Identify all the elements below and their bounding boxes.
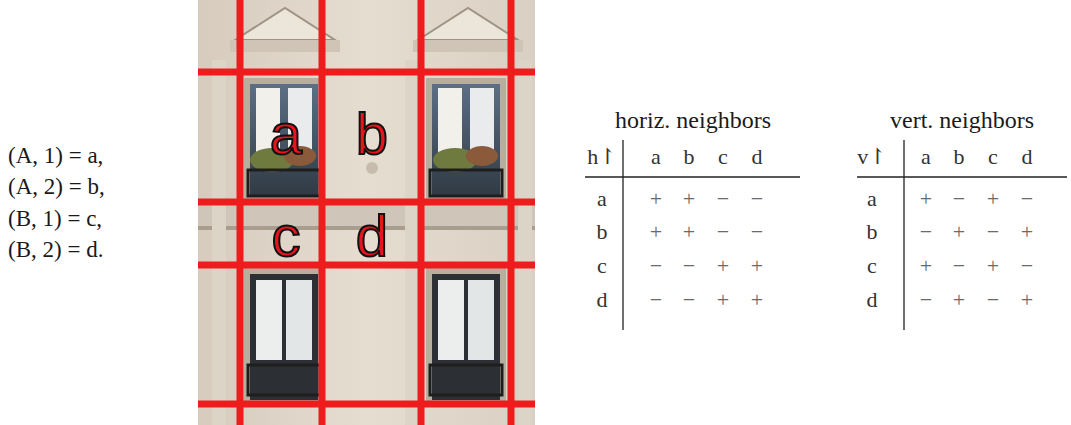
photo-shape [418, 0, 425, 425]
table-cell: − [650, 254, 662, 278]
photo-shape [319, 0, 326, 425]
table-cell: + [953, 220, 965, 244]
photo-shape [413, 40, 523, 52]
photo-shape [903, 140, 904, 330]
photo-shape [466, 146, 498, 166]
table-cell: + [1021, 288, 1033, 312]
column-header: a [921, 145, 931, 169]
table-cell: + [751, 288, 763, 312]
cell-letter: a [270, 102, 302, 166]
column-header: d [752, 145, 763, 169]
table-cell: + [650, 220, 662, 244]
table-cell: + [920, 187, 932, 211]
photo-shape [585, 176, 800, 177]
photo-shape [286, 280, 312, 360]
photo-shape [438, 280, 464, 360]
column-header: b [954, 145, 965, 169]
photo-shape [250, 84, 318, 196]
photo-shape [468, 280, 494, 360]
photo-shape [248, 365, 320, 395]
cell-letter: d [356, 204, 388, 268]
corner-header: v↾ [857, 145, 886, 169]
column-header: c [988, 145, 998, 169]
photo-shape [256, 280, 282, 360]
table-rules [585, 140, 1067, 330]
photo-shape [237, 0, 244, 425]
table-cell: + [953, 288, 965, 312]
photo-shape [508, 0, 515, 425]
table-cell: − [751, 220, 763, 244]
row-header: d [867, 288, 878, 312]
table-cell: − [650, 288, 662, 312]
table-cell: − [683, 254, 695, 278]
photo-shape [430, 170, 502, 196]
table-cell: + [987, 187, 999, 211]
table-cell: − [920, 288, 932, 312]
corner-header: h↾ [587, 145, 616, 169]
photo-shape [426, 78, 506, 200]
photo-shape [212, 60, 226, 425]
table-cell: + [650, 187, 662, 211]
column-header: d [1022, 145, 1033, 169]
column-header: a [651, 145, 661, 169]
column-header: c [718, 145, 728, 169]
coordinate-equation: (B, 1) = c, [8, 206, 102, 231]
row-header: a [597, 187, 607, 211]
table-cell: − [751, 187, 763, 211]
photo-shape [622, 140, 623, 330]
table-cell: − [717, 220, 729, 244]
table-cell: − [1021, 254, 1033, 278]
photo-shape [244, 78, 324, 200]
red-grid [198, 0, 535, 425]
row-header: d [597, 288, 608, 312]
column-header: b [684, 145, 695, 169]
photo-shape [438, 88, 462, 158]
cell-letter: c [272, 204, 301, 268]
table-cell: + [717, 288, 729, 312]
table-cell: + [683, 187, 695, 211]
row-header: c [597, 254, 607, 278]
table-cell: + [920, 254, 932, 278]
photo-shape [248, 170, 320, 196]
photo-shape [198, 69, 535, 76]
photo-shape [244, 268, 324, 403]
photo-shape [198, 401, 535, 408]
photo [198, 0, 535, 425]
table-title: vert. neighbors [890, 107, 1034, 133]
table-cell: + [987, 254, 999, 278]
coordinate-equation: (A, 1) = a, [8, 143, 103, 168]
table-cell: − [953, 254, 965, 278]
table-cell: − [920, 220, 932, 244]
photo-shape [518, 60, 532, 425]
row-header: b [867, 220, 878, 244]
photo-shape [432, 274, 500, 400]
photo-shape [432, 84, 500, 196]
photo-shape [430, 365, 502, 395]
photo-shape [198, 0, 535, 425]
table-cell: − [1021, 187, 1033, 211]
table-cell: + [751, 254, 763, 278]
table-cell: − [987, 288, 999, 312]
coordinate-equation: (A, 2) = b, [8, 174, 105, 199]
table-cell: + [717, 254, 729, 278]
row-header: b [597, 220, 608, 244]
row-header: c [867, 254, 877, 278]
table-title: horiz. neighbors [615, 107, 771, 133]
cell-letter: b [356, 102, 388, 166]
photo-shape [250, 274, 318, 400]
table-cell: − [987, 220, 999, 244]
photo-shape [418, 8, 518, 40]
table-cell: − [717, 187, 729, 211]
photo-shape [405, 60, 419, 425]
photo-shape [857, 176, 1067, 177]
table-cell: + [683, 220, 695, 244]
table-cell: − [953, 187, 965, 211]
photo-shape [426, 268, 506, 403]
coordinate-equation: (B, 2) = d. [8, 237, 103, 262]
table-cell: − [683, 288, 695, 312]
table-cell: + [1021, 220, 1033, 244]
row-header: a [867, 187, 877, 211]
